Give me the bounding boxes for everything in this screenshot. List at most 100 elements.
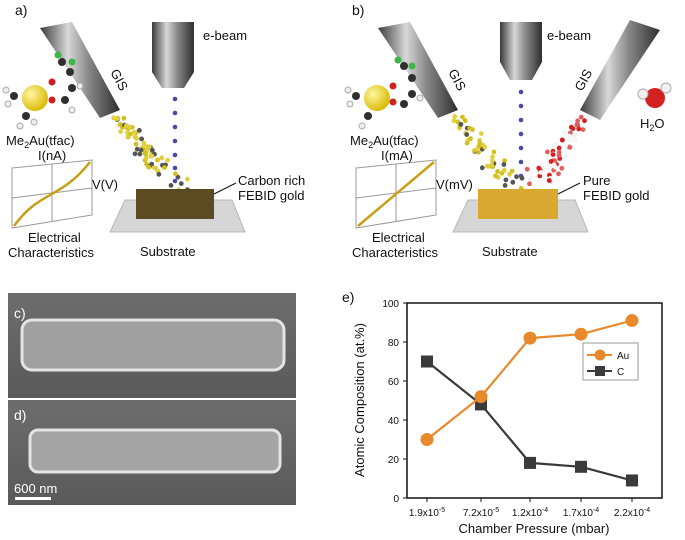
electrical-label-2: Characteristics [8, 245, 94, 260]
x-axis-label: Chamber Pressure (mbar) [459, 521, 610, 536]
pure-gold-deposit [478, 189, 558, 219]
y-tick-label: 40 [388, 416, 400, 427]
iv-voltage-label: V(V) [92, 177, 118, 192]
x-tick-label: 2.2x10-4 [614, 507, 650, 519]
x-tick-label: 1.2x10-4 [512, 507, 548, 519]
molecule-dot [527, 176, 533, 182]
electrical-label-b-2: Characteristics [352, 245, 438, 260]
molecule-dot [121, 115, 127, 121]
molecule-dot [458, 121, 464, 127]
molecule-dot [159, 155, 165, 161]
data-point-c [524, 456, 536, 469]
panel-b-label: b) [352, 2, 364, 18]
deposit-label-1: Carbon rich [238, 173, 305, 188]
molecule-dot [149, 153, 155, 159]
data-point-au [523, 331, 537, 345]
molecule-dot [563, 143, 569, 149]
scale-bar [15, 497, 51, 500]
molecule-dot [547, 163, 553, 169]
electrical-label-b-1: Electrical [372, 230, 425, 245]
molecule-dot [132, 151, 138, 157]
y-axis-label: Atomic Composition (at.%) [352, 323, 367, 477]
molecule-dot [551, 162, 557, 168]
legend-label: C [617, 367, 624, 378]
panel-d-sem-image: d) 600 nm [8, 400, 296, 505]
molecule-dot [128, 131, 134, 137]
molecule-dot [142, 150, 148, 156]
molecule-dot [562, 154, 568, 160]
molecule-dot [510, 179, 516, 185]
molecule-dot [509, 168, 515, 174]
molecule-dot [152, 165, 157, 171]
iv-current-label-b: I(mA) [381, 148, 413, 163]
legend-box [582, 342, 639, 381]
molecule-dot [556, 171, 561, 177]
y-tick-label: 20 [388, 455, 400, 466]
data-point-c [626, 474, 638, 487]
iv-voltage-label-b: V(mV) [436, 177, 473, 192]
y-tick-label: 0 [393, 494, 399, 505]
y-tick-label: 100 [382, 299, 399, 310]
plot-frame [406, 302, 663, 499]
molecule-dot [578, 114, 584, 120]
molecule-dot [574, 122, 580, 128]
molecule-dot [134, 146, 140, 152]
molecule-dot [118, 129, 123, 135]
molecule-dot [484, 163, 490, 169]
molecule-dot [536, 165, 542, 171]
legend-marker [594, 349, 606, 361]
panel-b: b) GIS e-beam GIS H2O [344, 2, 672, 260]
panel-d-label: d) [14, 407, 26, 423]
molecule-dot [451, 118, 457, 124]
ebeam-column-icon [152, 22, 194, 88]
panel-c-label: c) [14, 305, 26, 321]
data-point-au [574, 327, 588, 341]
molecule-dot [575, 118, 581, 124]
molecule-dot [502, 183, 508, 188]
ebeam-label: e-beam [203, 28, 247, 43]
molecule-dot [462, 118, 468, 124]
legend-label: Au [617, 351, 629, 362]
panel-c-sem-image: c) [8, 293, 296, 398]
molecule-dot [133, 141, 139, 147]
iv-curve-graph [11, 159, 93, 229]
y-tick-label: 60 [388, 377, 400, 388]
substrate-label-b: Substrate [482, 244, 538, 259]
iv-current-label: I(nA) [38, 148, 66, 163]
molecule-dot [501, 167, 507, 173]
molecule-dot [168, 183, 174, 188]
y-tick-label: 80 [388, 338, 400, 349]
data-point-au [420, 433, 434, 446]
molecule-dot [175, 174, 181, 180]
molecule-dot [137, 127, 142, 133]
electrical-label-1: Electrical [28, 230, 81, 245]
molecule-dot [452, 114, 458, 119]
molecule-dot [580, 127, 586, 132]
molecule-dot [573, 138, 579, 144]
molecule-dot [117, 122, 123, 127]
gis-nozzle-right-icon [580, 20, 660, 120]
deposit-leader-line [213, 182, 237, 195]
molecule-dot [490, 154, 495, 160]
legend-marker [595, 366, 605, 376]
deposit-leader-line-b [557, 182, 581, 195]
iv-line-graph [355, 159, 437, 229]
molecule-dot [162, 165, 167, 171]
molecule-dot [568, 124, 574, 130]
precursor-label: Me2Au(tfac) [6, 133, 75, 150]
molecule-dot [464, 140, 470, 146]
molecule-dot [490, 158, 495, 163]
molecule-dot [156, 171, 162, 177]
molecule-dot [165, 157, 171, 163]
molecule-dot [514, 174, 519, 180]
gis-label: GIS [107, 66, 131, 93]
electron-beam-dots [172, 96, 178, 196]
deposit-label-2: FEBID gold [238, 188, 304, 203]
molecule-dot [134, 136, 140, 142]
molecule-dot [178, 181, 184, 187]
molecule-dot [554, 141, 559, 147]
molecule-dot [548, 159, 554, 164]
panel-e-label: e) [342, 289, 354, 305]
molecule-dot [545, 149, 550, 155]
molecule-dot [478, 131, 484, 137]
